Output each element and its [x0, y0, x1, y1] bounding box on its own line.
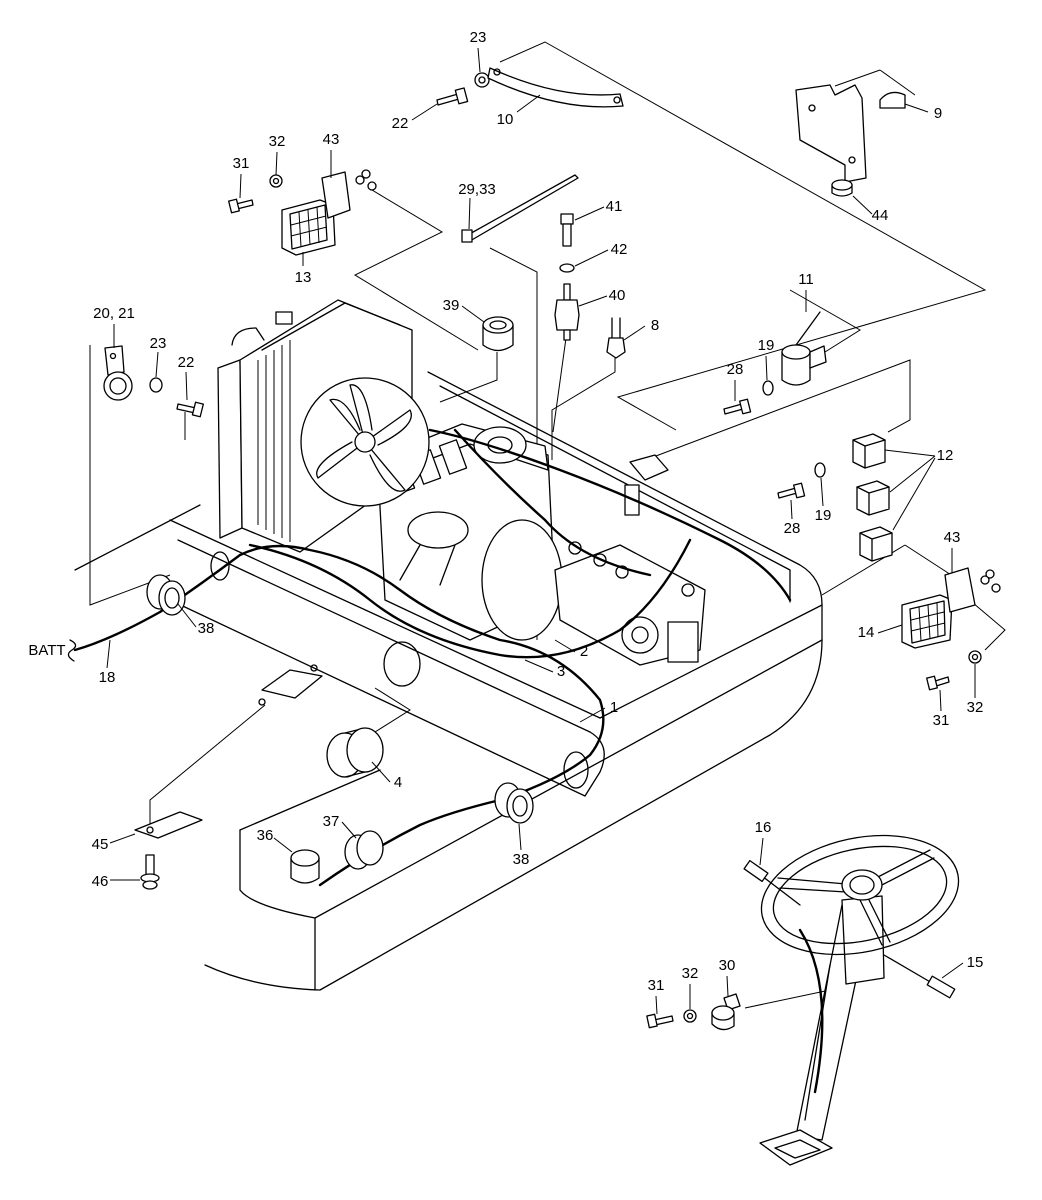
steering-column [759, 895, 885, 1166]
callout-8: 8 [651, 317, 659, 334]
callout-13: 13 [295, 269, 312, 286]
callout-38: 38 [513, 851, 530, 868]
grommet-bottom [494, 782, 534, 824]
callout-3: 3 [557, 663, 565, 680]
work-lamp-left [281, 199, 336, 256]
callout-28: 28 [784, 520, 801, 537]
bolt-28-upper [723, 398, 752, 415]
bolt-31-right [926, 675, 950, 691]
washer-23-left [149, 377, 163, 393]
callout-39: 39 [443, 297, 460, 314]
washer-32-top [269, 174, 283, 188]
callout-41: 41 [606, 198, 623, 215]
callout-16: 16 [755, 819, 772, 836]
cable-tie [461, 174, 579, 243]
sensor-40 [554, 283, 580, 341]
callout-22: 22 [392, 115, 409, 132]
callout-22: 22 [178, 354, 195, 371]
washer-19-upper [762, 380, 774, 396]
flywheel-housing [481, 519, 563, 641]
plug-36 [290, 849, 320, 884]
work-lamp-right [901, 594, 953, 649]
callout-28: 28 [727, 361, 744, 378]
callout-batt: BATT [28, 642, 65, 659]
callout-19: 19 [758, 337, 775, 354]
callout-12: 12 [937, 447, 954, 464]
callout-46: 46 [92, 873, 109, 890]
callout-1: 1 [610, 699, 618, 716]
lever-15 [883, 954, 956, 999]
bracket-9 [795, 84, 906, 183]
machine-frame [74, 371, 823, 991]
callout-32: 32 [967, 699, 984, 716]
callout-43: 43 [944, 529, 961, 546]
callout-18: 18 [99, 669, 116, 686]
callout-44: 44 [872, 207, 889, 224]
callout-labels: 23 22 10 9 31 32 43 29,33 41 44 42 13 40… [28, 29, 983, 994]
cooling-fan [300, 377, 430, 507]
starter [407, 511, 469, 549]
callout-32: 32 [682, 965, 699, 982]
callout-11: 11 [798, 271, 814, 288]
bracket-43-top [321, 169, 377, 219]
callout-45: 45 [92, 836, 109, 853]
washer-32-right [968, 650, 982, 664]
switch-11 [781, 311, 827, 386]
screw-46 [140, 854, 160, 890]
clamp-20-21 [103, 345, 133, 401]
callout-23: 23 [470, 29, 487, 46]
callout-29-33: 29,33 [458, 181, 496, 198]
callout-31: 31 [933, 712, 950, 729]
bolt-22-top [436, 87, 469, 106]
callout-42: 42 [611, 241, 628, 258]
bolt-31-bottom [646, 1013, 674, 1029]
callout-2: 2 [580, 643, 588, 660]
callout-10: 10 [497, 111, 514, 128]
bracket-43-lower [944, 567, 1001, 613]
callout-20-21: 20, 21 [93, 305, 135, 322]
washer-23-top [474, 72, 490, 88]
callout-38: 38 [198, 620, 215, 637]
callout-23: 23 [150, 335, 167, 352]
grommet-44 [831, 179, 853, 197]
callout-9: 9 [934, 105, 942, 122]
callout-31: 31 [233, 155, 250, 172]
engine-assembly [377, 423, 706, 666]
callout-40: 40 [609, 287, 626, 304]
callout-15: 15 [967, 954, 984, 971]
sensor-41 [560, 213, 574, 247]
callout-36: 36 [257, 827, 274, 844]
wire-break-symbol [67, 639, 77, 662]
callout-31: 31 [648, 977, 665, 994]
callout-19: 19 [815, 507, 832, 524]
relays-12 [852, 433, 893, 562]
bolt-22-left [176, 401, 204, 418]
grommet-left [146, 574, 186, 616]
washer-19-lower [814, 462, 826, 478]
access-cover [261, 669, 323, 699]
steering-wheel [760, 834, 960, 956]
washer-32-bottom [683, 1009, 697, 1023]
callout-43: 43 [323, 131, 340, 148]
bolt-31-top [228, 198, 254, 214]
wiring-harness [67, 428, 792, 887]
callout-4: 4 [394, 774, 402, 791]
lever-16 [743, 859, 801, 906]
callout-30: 30 [719, 957, 736, 974]
leader-lines [106, 47, 976, 1015]
callout-37: 37 [323, 813, 340, 830]
part-30 [711, 993, 741, 1031]
callout-32: 32 [269, 133, 286, 150]
bolt-28-lower [777, 482, 806, 499]
strap-10 [487, 67, 624, 108]
grommet-39 [482, 316, 514, 352]
callout-14: 14 [858, 624, 875, 641]
plate-45 [134, 811, 203, 839]
plug-4 [326, 727, 384, 778]
washer-42 [559, 263, 575, 273]
plug-37 [344, 830, 384, 870]
sensor-8 [606, 317, 626, 359]
